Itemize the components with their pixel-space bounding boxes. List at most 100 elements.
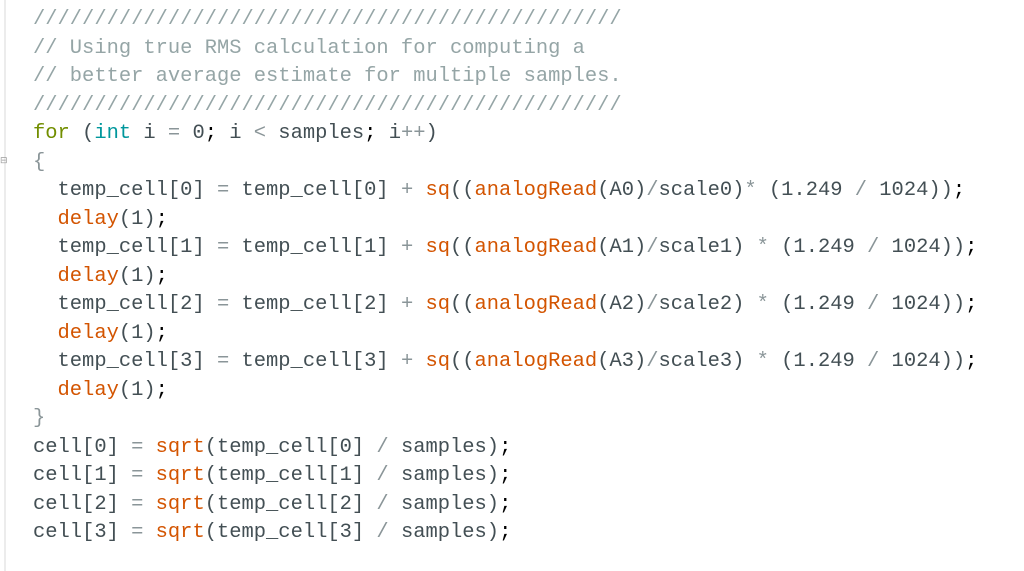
operator-token: / <box>376 521 389 544</box>
code-token: temp_cell[0] <box>229 179 401 202</box>
code-line[interactable]: cell[0] = sqrt(temp_cell[0] / samples); <box>33 434 977 463</box>
function-token: analogRead <box>474 293 598 316</box>
semicolon-token: ; <box>499 492 512 516</box>
operator-token: < <box>253 122 267 145</box>
code-token: scale0) <box>658 179 745 202</box>
code-line[interactable]: delay(1); <box>33 377 977 406</box>
code-token: (temp_cell[0] <box>204 435 377 459</box>
code-token: i <box>376 122 401 145</box>
function-token: sq <box>425 236 450 259</box>
code-token: (A1) <box>597 236 647 259</box>
code-token: (A0) <box>597 179 647 202</box>
operator-token: = <box>167 122 181 145</box>
operator-token: + <box>400 236 414 259</box>
operator-token: = <box>216 179 230 202</box>
code-token: (1.249 <box>768 236 868 259</box>
fold-toggle-icon[interactable]: ⊟ <box>0 156 8 166</box>
code-line[interactable]: delay(1); <box>33 206 977 235</box>
code-line[interactable]: cell[2] = sqrt(temp_cell[2] / samples); <box>33 491 977 520</box>
code-line[interactable]: for (int i = 0; i < samples; i++) <box>33 120 977 149</box>
code-token: ) <box>425 122 438 145</box>
code-line[interactable]: temp_cell[0] = temp_cell[0] + sq((analog… <box>33 177 977 206</box>
semicolon-token: ; <box>499 435 512 459</box>
code-token: (1.249 <box>768 293 868 316</box>
code-token <box>413 236 425 259</box>
function-token: sqrt <box>155 492 205 516</box>
function-token: analogRead <box>474 179 598 202</box>
code-token: samples) <box>388 435 500 459</box>
code-token: 1024)) <box>879 236 966 259</box>
comment-token: ////////////////////////////////////////… <box>33 93 622 117</box>
semicolon-token: ; <box>155 378 168 402</box>
operator-token: } <box>33 407 46 430</box>
type-token: int <box>94 122 132 145</box>
function-token: analogRead <box>474 350 598 373</box>
semicolon-token: ; <box>155 264 168 288</box>
semicolon-token: ; <box>364 122 377 145</box>
editor-gutter-line <box>4 0 6 571</box>
code-line[interactable]: delay(1); <box>33 263 977 292</box>
code-token: cell[1] <box>33 464 132 487</box>
code-token: cell[2] <box>33 492 132 516</box>
code-editor[interactable]: ////////////////////////////////////////… <box>33 6 977 548</box>
code-token: temp_cell[0] <box>33 179 217 202</box>
code-line[interactable]: temp_cell[1] = temp_cell[1] + sq((analog… <box>33 234 978 263</box>
code-token <box>33 322 58 345</box>
code-line[interactable]: ////////////////////////////////////////… <box>33 92 977 121</box>
code-token: (1) <box>118 321 156 345</box>
code-line[interactable]: // Using true RMS calculation for comput… <box>33 35 977 64</box>
code-token: (1.249 <box>768 350 868 373</box>
operator-token: = <box>216 350 230 373</box>
operator-token: + <box>400 350 414 373</box>
code-token <box>413 293 425 316</box>
code-token: (temp_cell[3] <box>204 521 377 544</box>
code-line[interactable]: temp_cell[2] = temp_cell[2] + sq((analog… <box>33 291 978 320</box>
operator-token: / <box>867 293 880 316</box>
operator-token: = <box>216 236 230 259</box>
code-token: 1024)) <box>879 293 966 316</box>
operator-token: / <box>646 236 659 259</box>
operator-token: + <box>400 179 414 202</box>
code-token: temp_cell[2] <box>33 293 217 316</box>
code-token <box>143 436 155 459</box>
code-line[interactable]: cell[3] = sqrt(temp_cell[3] / samples); <box>33 519 977 548</box>
operator-token: { <box>33 150 46 174</box>
function-token: delay <box>57 264 119 288</box>
code-token <box>33 265 58 288</box>
semicolon-token: ; <box>155 207 168 231</box>
code-line[interactable]: // better average estimate for multiple … <box>33 63 977 92</box>
code-line[interactable]: } <box>33 405 977 434</box>
semicolon-token: ; <box>952 179 966 202</box>
code-token: (A3) <box>597 350 647 373</box>
operator-token: ++ <box>400 122 426 145</box>
operator-token: = <box>131 464 144 487</box>
code-token: (1) <box>118 264 156 288</box>
code-token: samples) <box>388 464 500 487</box>
code-token: 1024)) <box>879 350 966 373</box>
code-line[interactable]: temp_cell[3] = temp_cell[3] + sq((analog… <box>33 348 978 377</box>
semicolon-token: ; <box>965 350 978 373</box>
semicolon-token: ; <box>155 321 168 345</box>
code-line[interactable]: delay(1); <box>33 320 977 349</box>
code-token: temp_cell[1] <box>229 236 401 259</box>
code-line[interactable]: ////////////////////////////////////////… <box>33 6 977 35</box>
code-token: (temp_cell[2] <box>204 492 377 516</box>
code-token: samples <box>266 122 365 145</box>
code-token: cell[0] <box>33 435 132 459</box>
operator-token: / <box>376 492 389 516</box>
function-token: delay <box>57 321 119 345</box>
code-token: (( <box>450 179 475 202</box>
code-token: temp_cell[3] <box>33 350 217 373</box>
function-token: delay <box>57 207 119 231</box>
function-token: sq <box>425 350 450 373</box>
code-line[interactable]: { <box>33 149 977 178</box>
operator-token: / <box>376 435 389 459</box>
code-token: (( <box>450 350 475 373</box>
comment-token: // Using true RMS calculation for comput… <box>33 36 585 60</box>
comment-token: ////////////////////////////////////////… <box>33 8 622 31</box>
keyword-token: for <box>33 122 70 145</box>
semicolon-token: ; <box>499 464 512 487</box>
code-token: temp_cell[1] <box>33 236 217 259</box>
code-line[interactable]: cell[1] = sqrt(temp_cell[1] / samples); <box>33 462 977 491</box>
operator-token: = <box>216 293 230 316</box>
